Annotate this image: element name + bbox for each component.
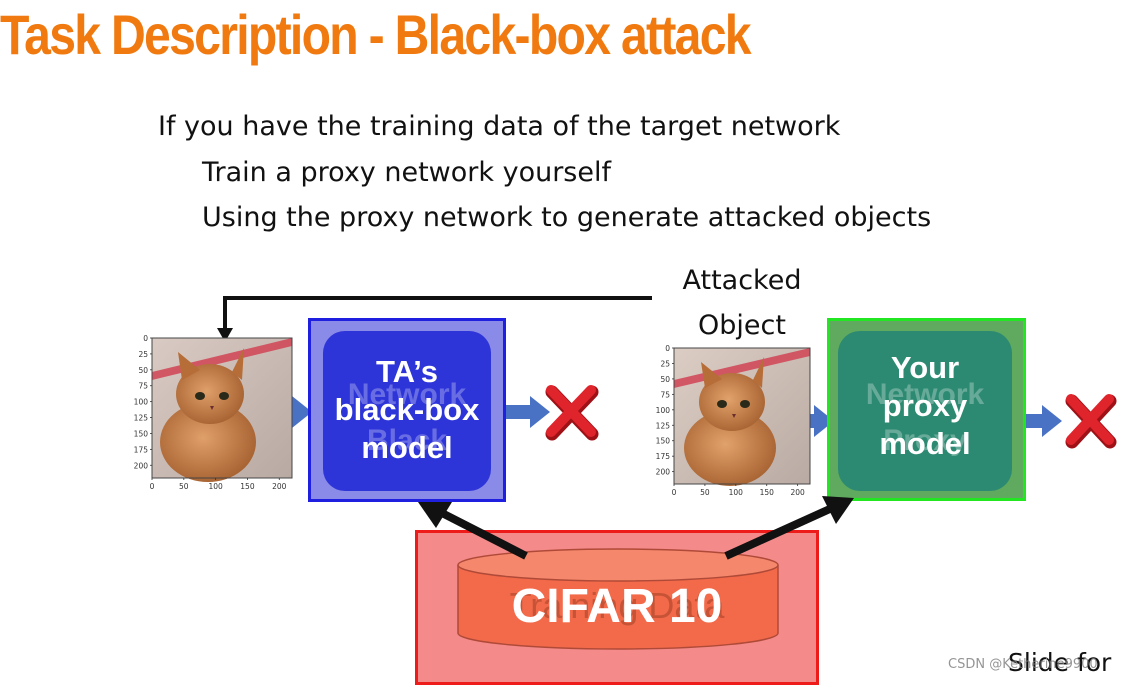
ta-model-label-line-1: TA’s — [375, 354, 438, 389]
ta-ghost-text-1: Network — [347, 378, 467, 411]
proxy-ghost-text-1: Network — [865, 378, 985, 411]
left-image-x-tick-label: 0 — [150, 482, 155, 491]
cifar10-dataset: Training Data CIFAR 10 — [415, 530, 819, 685]
left-image-y-tick-label: 75 — [138, 382, 148, 391]
right-image-y-tick-label: 0 — [665, 344, 670, 353]
dataset-to-proxy-arrow — [724, 496, 854, 560]
left-image-y-tick-label: 25 — [138, 350, 148, 359]
proxy-model-inner: Network Proxy Your proxy model — [838, 331, 1012, 491]
dataset-to-ta-arrow — [418, 502, 528, 560]
left-image-x-tick-label: 200 — [272, 482, 287, 491]
left-image-x-tick-label: 100 — [208, 482, 223, 491]
left-image-y-tick-label: 100 — [134, 398, 149, 407]
proxy-model-label-line-2: proxy — [882, 388, 968, 423]
ta-model-label-line-2: black-box — [334, 392, 480, 427]
right-image-y-tick-label: 75 — [660, 390, 670, 399]
database-cylinder-icon — [457, 548, 779, 650]
ta-model-label: TA’s black-box model — [323, 353, 491, 467]
right-image-y-tick-label: 175 — [656, 452, 671, 461]
left-image-y-tick-label: 0 — [143, 334, 148, 343]
flow-arrow-left-output — [506, 396, 550, 428]
left-image-y-tick-label: 50 — [138, 366, 148, 375]
ta-model-label-line-3: model — [361, 430, 453, 465]
cat-image-original: 0 25 50 75 100 125 150 175 200 0 50 100 150 200 — [134, 334, 293, 491]
bullet-line-1: If you have the training data of the tar… — [158, 111, 841, 142]
training-data-ghost-label: Training Data — [509, 585, 725, 626]
ta-ghost-text-2: Black — [366, 424, 448, 457]
ta-black-box-model: Network Black TA’s black-box model — [308, 318, 506, 502]
right-image-y-tick-label: 200 — [656, 468, 671, 477]
right-image-y-tick-label: 25 — [660, 359, 670, 368]
right-image-x-tick-label: 50 — [700, 488, 710, 497]
cross-icon-left — [545, 385, 599, 441]
left-image-y-tick-label: 150 — [134, 429, 149, 438]
attacked-object-label: Attacked Object — [672, 258, 812, 348]
proxy-model-label-line-3: model — [879, 426, 971, 461]
right-image-y-tick-label: 100 — [656, 406, 671, 415]
left-image-y-tick-label: 125 — [134, 414, 149, 423]
slide-title: Task Description - Black-box attack — [0, 3, 752, 66]
left-image-y-tick-label: 175 — [134, 445, 149, 454]
feedback-arrow — [217, 296, 652, 342]
bullet-line-3: Using the proxy network to generate atta… — [202, 202, 932, 233]
proxy-model: Network Proxy Your proxy model — [827, 318, 1026, 501]
bullet-line-2: Train a proxy network yourself — [202, 157, 611, 188]
right-image-x-tick-label: 150 — [760, 488, 775, 497]
slide-footer-text: Slide for — [1008, 648, 1112, 677]
proxy-ghost-text-2: Proxy — [883, 424, 967, 457]
left-image-x-tick-label: 50 — [179, 482, 189, 491]
proxy-model-label-line-1: Your — [890, 350, 960, 385]
left-image-x-tick-label: 150 — [240, 482, 255, 491]
attacked-object-label-line-2: Object — [698, 310, 786, 341]
flow-arrow-right-output — [1026, 405, 1062, 437]
right-image-y-tick-label: 50 — [660, 375, 670, 384]
attacked-object-label-line-1: Attacked — [682, 265, 802, 296]
watermark: CSDN @Ketherine9900 — [948, 657, 1098, 672]
left-image-y-tick-label: 200 — [134, 461, 149, 470]
right-image-x-tick-label: 100 — [729, 488, 744, 497]
right-image-x-tick-label: 0 — [672, 488, 677, 497]
cross-icon-right — [1065, 394, 1117, 449]
cifar10-label: CIFAR 10 — [511, 580, 723, 633]
cat-image-attacked: 0 25 50 75 100 125 150 175 200 0 50 100 150 200 — [656, 344, 811, 497]
right-image-y-tick-label: 150 — [656, 437, 671, 446]
right-image-x-tick-label: 200 — [790, 488, 805, 497]
proxy-model-label: Your proxy model — [838, 349, 1012, 463]
ta-model-inner: Network Black TA’s black-box model — [323, 331, 491, 491]
right-image-y-tick-label: 125 — [656, 421, 671, 430]
